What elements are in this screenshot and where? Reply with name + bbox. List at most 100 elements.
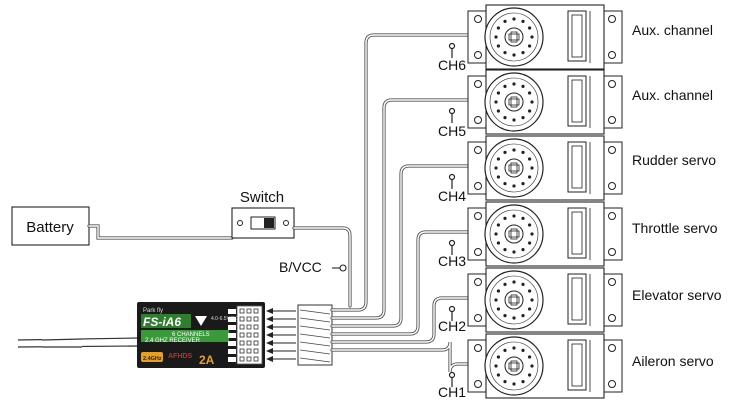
mount-hole [474,278,482,286]
horn-hole [512,214,516,218]
spline-screw [510,162,518,174]
horn-hole [503,181,507,186]
channel-label-ch3: CH3 [438,253,466,269]
header-pin [246,308,252,314]
receiver-line2: 2.4 GHZ RECEIVER [145,338,201,344]
header-pin [239,356,245,362]
servo-label-ch6: Aux. channel [632,22,713,38]
horn-hole [530,100,534,104]
header-pin [253,332,259,338]
header-pin [253,348,259,354]
switch-label: Switch [240,189,284,206]
arrow-head [266,332,273,338]
header-pin [253,324,259,330]
connector-lead [299,333,331,339]
mount-hole [474,146,482,154]
horn-hole [496,157,501,161]
horn-hole [527,91,532,95]
arrow-head [266,324,273,330]
horn-hole [521,313,525,318]
battery: Battery [11,206,90,246]
horn-hole [496,355,501,359]
servo-label-ch2: Elevator servo [632,287,722,303]
mount-hole [474,15,482,23]
channel-labels: CH6 CH5 CH4 CH3 CH2 CH1 [438,57,466,400]
horn-hole [494,298,498,302]
receiver-version: 2A [199,353,215,367]
header-pin [239,332,245,338]
channel-pin-head [448,239,456,247]
receiver-antenna [17,337,139,348]
receiver-port-labels [228,309,236,362]
horn-hole [496,289,501,293]
servo-label-ch3: Throttle servo [632,220,718,236]
servo-label-ch4: Rudder servo [632,152,716,168]
horn-hole [521,379,525,384]
servo-horn-ring [489,143,539,193]
horn-hole [521,181,525,186]
servo-labels: Aux. channel Aux. channel Rudder servo T… [632,22,722,369]
connector-block [297,304,333,366]
horn-hole [527,109,532,113]
receiver-line1: 6 CHANNELS [172,332,210,338]
switch[interactable]: Switch [231,189,295,239]
horn-hole [503,50,507,55]
horn-hole [527,157,532,161]
servo-horn-ring [489,341,539,391]
servo-spline [504,27,524,47]
header-pin [246,356,252,362]
spline-screw [508,98,520,106]
servo-case-detail [567,141,587,193]
header-pin [239,308,245,314]
servo-ch3 [467,201,623,267]
horn-hole [503,115,507,120]
channel-wire-core [331,341,469,373]
horn-hole [496,91,501,95]
horn-hole [512,250,516,254]
mount-hole [474,80,482,88]
servo-horn-ring [489,209,539,259]
bvcc-port: B/VCC [279,259,347,275]
mount-hole [608,278,616,286]
horn-hole [503,84,507,89]
receiver-logo-icon [195,316,207,326]
header-pin [253,308,259,314]
arrow-head [266,340,273,346]
horn-hole [494,364,498,368]
servo-ch2 [467,267,623,333]
mount-hole [608,248,616,256]
receiver-model: FS-iA6 [143,315,181,329]
horn-hole [503,247,507,252]
horn-hole [494,35,498,39]
horn-hole [530,166,534,170]
channel-label-ch1: CH1 [438,384,466,400]
arrow-head [266,348,273,354]
spline-screw [510,294,518,306]
horn-hole [527,223,532,227]
horn-hole [496,175,501,179]
horn-hole [521,282,525,287]
servo-case-inner [571,343,583,387]
switch-toggle[interactable] [264,218,274,228]
servo-spline [504,224,524,244]
battery-label: Battery [26,219,74,236]
receiver-protocol: AFHDS [168,353,192,360]
horn-hole [530,35,534,39]
mount-hole [474,116,482,124]
spline-screw [508,230,520,238]
channel-pin-head [448,173,456,181]
servo-horn-ring [489,77,539,127]
channel-wires [330,33,470,387]
port-tag [228,349,236,354]
servo-horn-ring [489,275,539,325]
channel-wire-core [331,34,469,311]
horn-hole [496,109,501,113]
channel-label-ch4: CH4 [438,188,466,204]
horn-hole [527,175,532,179]
arrow-head [266,308,273,314]
horn-hole [521,50,525,55]
mount-hole [608,344,616,352]
horn-hole [496,44,501,48]
horn-hole [503,348,507,353]
horn-hole [530,364,534,368]
